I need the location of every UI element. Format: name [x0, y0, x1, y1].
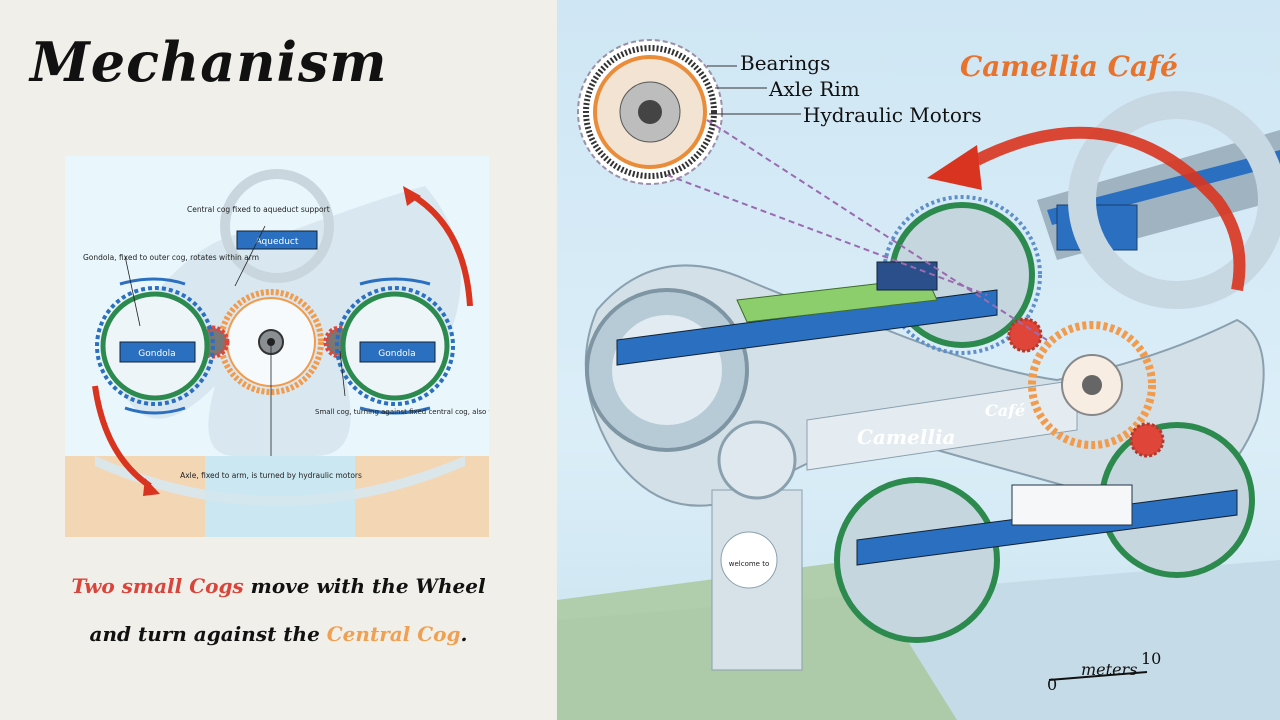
gondola-left: Gondola — [97, 288, 213, 404]
bearing-detail — [578, 40, 722, 184]
caption-2-part1: and turn against the — [90, 622, 327, 646]
bearings-label: Bearings — [740, 51, 830, 75]
hydraulic-motors-label: Hydraulic Motors — [803, 103, 982, 127]
caption-line-2: and turn against the Central Cog. — [0, 622, 557, 646]
axle-text-2: Café — [985, 401, 1025, 420]
slide-title: Mechanism — [30, 30, 388, 94]
caption-1-part2: move with the Wheel — [244, 574, 486, 598]
aqueduct-label: Aqueduct — [256, 237, 299, 247]
small-cog-bottom — [1131, 424, 1163, 456]
caption-1-part1: Two small — [71, 574, 189, 598]
sign-text: welcome to — [729, 560, 770, 568]
axle-rim-label: Axle Rim — [768, 77, 860, 101]
left-panel: Mechanism Aqueduct Gondola — [0, 0, 557, 720]
scale-zero: 0 — [1047, 675, 1057, 694]
cog-mechanism-diagram: Aqueduct Gondola Gondola — [65, 156, 489, 537]
gondola-right-label: Gondola — [378, 349, 415, 359]
gondola-fixed-label: Gondola, fixed to outer cog, rotates wit… — [83, 253, 259, 262]
cafe-heading: Camellia Café — [960, 50, 1178, 83]
gondola-left-label: Gondola — [138, 349, 175, 359]
small-cog-top — [1009, 319, 1041, 351]
falkirk-wheel-illustration: Camellia Café welcome to — [557, 0, 1280, 720]
scale-max: 10 — [1141, 649, 1161, 668]
small-cog-label: Small cog, turning against fixed central… — [315, 408, 489, 416]
rotation-arrow-head-icon — [927, 145, 982, 190]
caption-line-1: Two small Cogs move with the Wheel — [0, 574, 557, 598]
gondola-right: Gondola — [337, 288, 453, 404]
central-cog-label: Central cog fixed to aqueduct support — [187, 205, 330, 214]
caption-1-highlight: Cogs — [189, 574, 244, 598]
caption-2-highlight: Central Cog — [327, 622, 461, 646]
caption-2-part2: . — [461, 622, 468, 646]
axle-text-1: Camellia — [857, 425, 956, 449]
right-panel: Camellia Café welcome to — [557, 0, 1280, 720]
axle-label: Axle, fixed to arm, is turned by hydraul… — [180, 471, 362, 480]
scale-unit: meters — [1081, 660, 1137, 679]
